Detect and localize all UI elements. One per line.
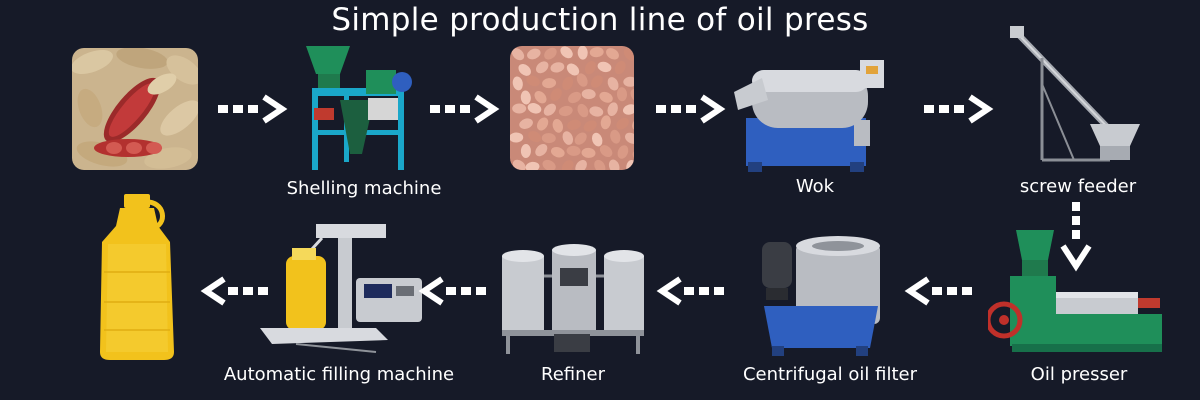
refiner-label: Refiner [541, 364, 605, 385]
flow-arrow-9 [200, 276, 268, 306]
flow-arrow-4 [924, 94, 994, 124]
flow-arrow-5 [1060, 202, 1092, 272]
centrifugal-filter-photo [752, 234, 888, 358]
screw-feeder-label: screw feeder [1019, 176, 1137, 197]
flow-arrow-7 [656, 276, 724, 306]
peanut-pods-photo [72, 48, 198, 170]
filling-machine-photo [256, 220, 440, 358]
flow-arrow-2 [430, 94, 500, 124]
flow-arrow-1 [218, 94, 288, 124]
centrifugal-filter-label: Centrifugal oil filter [742, 364, 918, 385]
peanut-kernels-photo [510, 46, 634, 170]
refiner-photo [498, 236, 648, 356]
flow-arrow-3 [656, 94, 726, 124]
screw-feeder-photo [1004, 24, 1144, 172]
filling-machine-label: Automatic filling machine [223, 364, 455, 385]
diagram-title: Simple production line of oil press [331, 2, 869, 38]
flow-arrow-6 [904, 276, 972, 306]
oil-press-photo [988, 224, 1168, 360]
oil-bottle-photo [96, 192, 178, 362]
roasting-wok-photo [728, 44, 888, 174]
wok-label: Wok [795, 176, 835, 197]
shelling-machine-photo [300, 44, 420, 174]
flow-arrow-8 [418, 276, 486, 306]
oil-presser-label: Oil presser [1030, 364, 1128, 385]
shelling-machine-label: Shelling machine [286, 178, 442, 199]
